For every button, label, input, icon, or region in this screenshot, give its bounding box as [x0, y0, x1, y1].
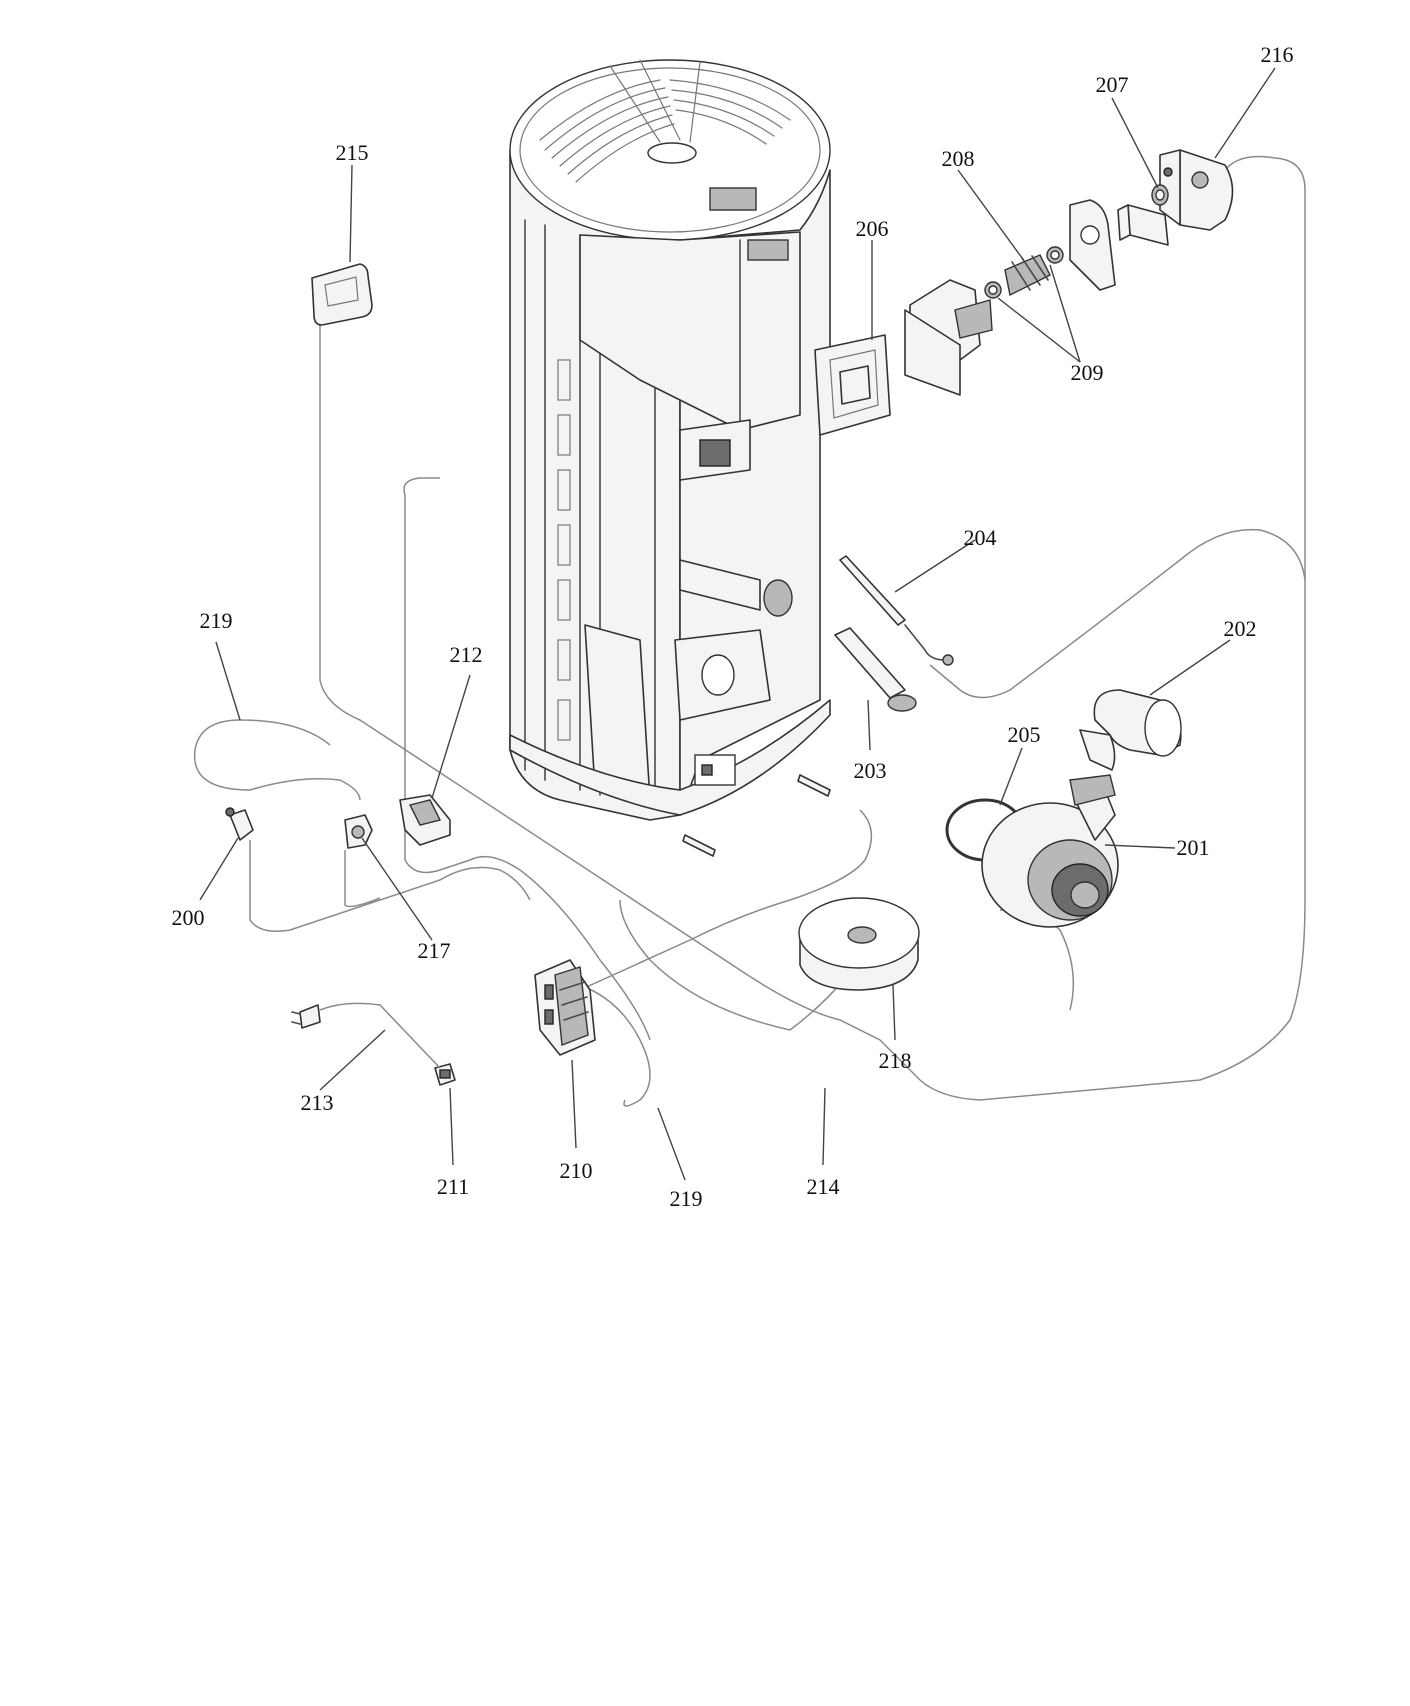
callout-204: 204: [964, 525, 997, 550]
stove-body: [509, 59, 831, 821]
callout-217: 217: [418, 938, 451, 963]
callout-201: 201: [1177, 835, 1210, 860]
part-208-impeller: [1004, 254, 1051, 297]
part-204-igniter: [839, 555, 954, 666]
misc-sensors: [682, 774, 831, 857]
callout-207: 207: [1096, 72, 1129, 97]
part-212-pressure-switch: [399, 794, 451, 846]
callout-205: 205: [1008, 722, 1041, 747]
part-201-combustion-blower: [981, 774, 1119, 928]
callout-215: 215: [336, 140, 369, 165]
part-211-switch: [434, 1063, 456, 1086]
part-216-gear-motor: [1159, 149, 1234, 231]
part-206-gasket: [814, 334, 891, 436]
part-210-control-board: [534, 959, 596, 1056]
leader-lines: [199, 67, 1276, 1181]
part-218-convection-fan: [798, 897, 920, 991]
callout-208: 208: [942, 146, 975, 171]
part-217-thermodisc: [344, 814, 373, 849]
callout-219-lower: 219: [670, 1186, 703, 1211]
callout-213: 213: [301, 1090, 334, 1115]
auger-housing: [904, 279, 993, 396]
part-202-exhaust-elbow: [1079, 689, 1182, 771]
callout-206: 206: [856, 216, 889, 241]
callout-209: 209: [1071, 360, 1104, 385]
wire-harness-219: [193, 477, 873, 1107]
callout-212: 212: [450, 642, 483, 667]
wire-harness-214: [319, 155, 1306, 1101]
side-vent-slots: [557, 359, 571, 741]
part-203-igniter-sleeve: [834, 627, 917, 712]
part-207-bushing: [1117, 184, 1169, 246]
callout-211: 211: [437, 1174, 469, 1199]
top-grill: [539, 59, 791, 211]
part-215-display: [311, 263, 373, 326]
callout-218: 218: [879, 1048, 912, 1073]
part-200-fitting: [225, 807, 254, 841]
callout-labels: 215 216 207 208 206 209 204 202 219 212 …: [172, 42, 1294, 1211]
callout-214: 214: [807, 1174, 840, 1199]
callout-210: 210: [560, 1158, 593, 1183]
auger-motor-bracket: [1069, 199, 1116, 291]
part-213-power-cord: [291, 1002, 441, 1069]
callout-203: 203: [854, 758, 887, 783]
callout-200: 200: [172, 905, 205, 930]
part-209-bearings: [984, 246, 1064, 299]
callout-216: 216: [1261, 42, 1294, 67]
callout-219-upper: 219: [200, 608, 233, 633]
callout-202: 202: [1224, 616, 1257, 641]
